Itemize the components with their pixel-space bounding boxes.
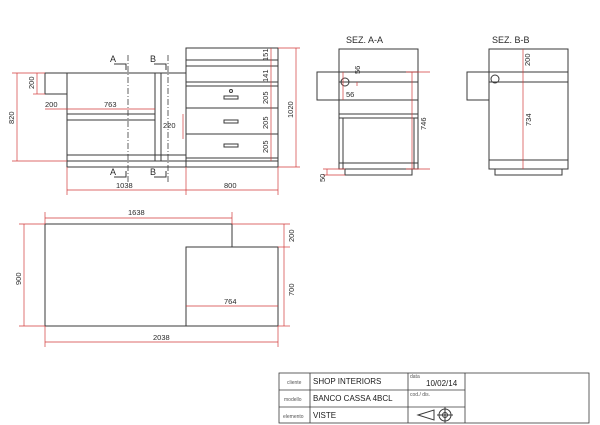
front-dimensions: 820 200 200 763 220 1038 800 151 (7, 47, 300, 195)
section-a-title: SEZ. A-A (346, 35, 383, 45)
drawer-handle (223, 119, 239, 124)
plan-dimensions: 1638 200 900 700 764 2038 (14, 208, 296, 347)
dim-763: 763 (104, 100, 117, 109)
dim-764: 764 (224, 297, 237, 306)
elemento-value: VISTE (313, 411, 336, 420)
dim-200-front: 200 (27, 76, 36, 89)
cliente-value: SHOP INTERIORS (313, 377, 381, 386)
section-a-view: SEZ. A-A 56 56 746 50 (316, 35, 430, 182)
plan-view: 1638 200 900 700 764 2038 (14, 208, 296, 347)
section-b-dimensions: 200 734 (522, 49, 533, 169)
cliente-label: cliente (287, 380, 302, 386)
cut-label-a-bottom: A (110, 167, 116, 177)
dim-700: 700 (287, 283, 296, 296)
dim-56-a: 56 (353, 66, 362, 74)
dim-205-a: 205 (261, 91, 270, 104)
dim-1038: 1038 (116, 181, 133, 190)
dim-151: 151 (261, 48, 270, 61)
dim-205-b: 205 (261, 116, 270, 129)
title-block: cliente SHOP INTERIORS modello BANCO CAS… (278, 372, 590, 424)
front-view: A B A B 820 200 200 763 220 (7, 47, 300, 195)
dim-50: 50 (318, 174, 327, 182)
cut-label-b-bottom: B (150, 167, 156, 177)
dim-200-horizontal: 200 (45, 100, 58, 109)
dim-734: 734 (524, 113, 533, 126)
cable-hole (490, 74, 500, 84)
dim-200-section-b: 200 (523, 53, 532, 66)
drawer-handle (223, 95, 239, 100)
projection-symbol-icon (416, 407, 453, 423)
dim-800: 800 (224, 181, 237, 190)
dim-141: 141 (261, 69, 270, 82)
modello-label: modello (284, 397, 302, 403)
section-b-title: SEZ. B-B (492, 35, 530, 45)
drawer-handle (223, 143, 239, 148)
cut-label-a-top: A (110, 54, 116, 64)
drawer-unit (185, 47, 279, 162)
dim-56-b: 56 (346, 90, 354, 99)
dim-205-c: 205 (261, 140, 270, 153)
modello-value: BANCO CASSA 4BCL (313, 394, 393, 403)
section-a-dimensions: 56 56 746 50 (318, 66, 430, 182)
cable-hole (340, 77, 350, 87)
section-b-view: SEZ. B-B 200 734 (466, 35, 569, 176)
elemento-label: elemento (283, 414, 304, 420)
dim-200-plan: 200 (287, 229, 296, 242)
dim-1638: 1638 (128, 208, 145, 217)
cut-label-b-top: B (150, 54, 156, 64)
cod-label: cod./ dis. (410, 392, 430, 398)
dim-220: 220 (163, 121, 176, 130)
top-shelf-overhang (44, 72, 68, 95)
data-value: 10/02/14 (426, 379, 458, 388)
dim-820: 820 (7, 111, 16, 124)
dim-2038: 2038 (153, 333, 170, 342)
dim-900: 900 (14, 272, 23, 285)
dim-746: 746 (419, 117, 428, 130)
plan-drawer-unit (185, 246, 279, 327)
dim-1020: 1020 (286, 101, 295, 118)
left-counter-body (66, 72, 187, 162)
data-label: data (410, 374, 420, 380)
